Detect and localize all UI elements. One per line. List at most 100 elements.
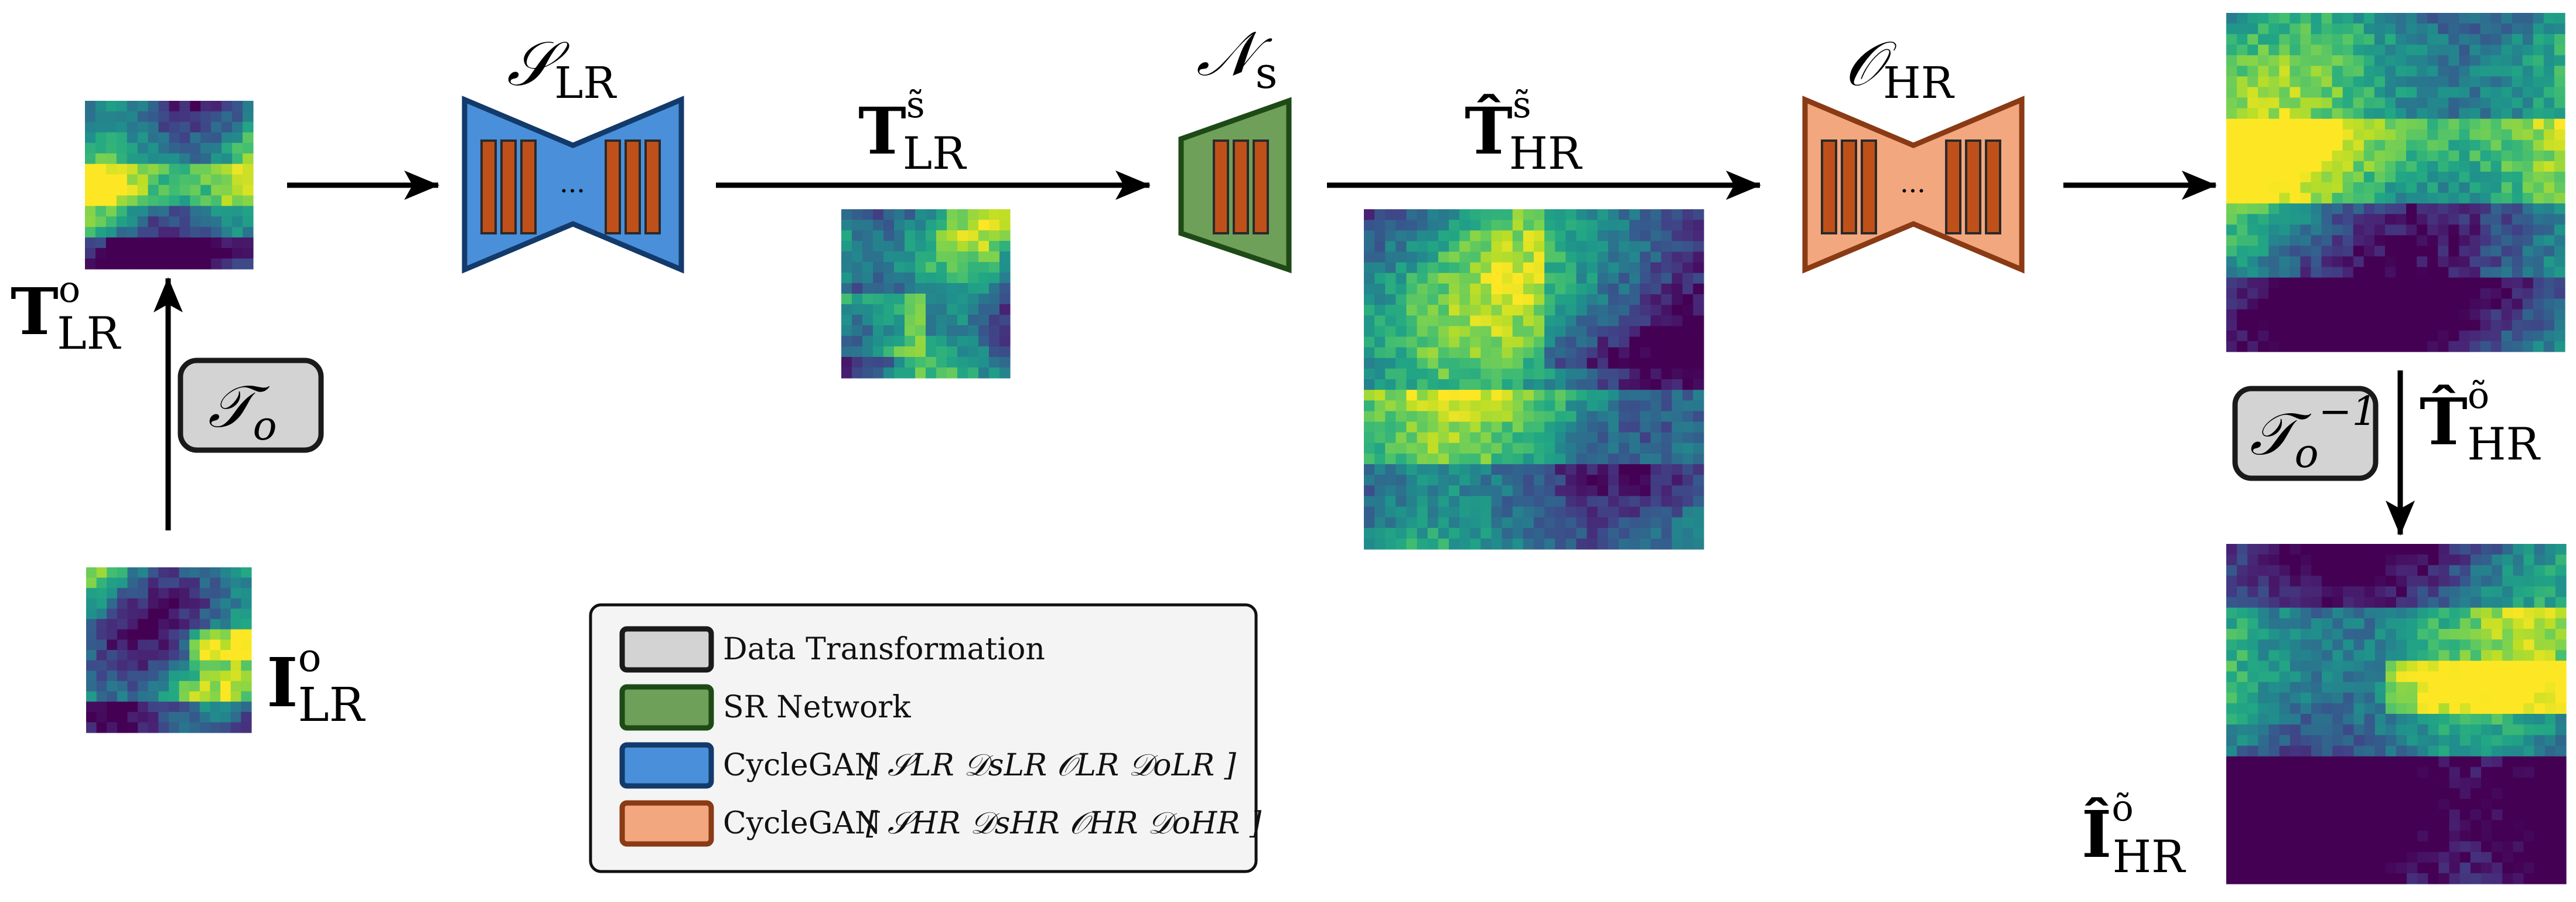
heatmap-cell xyxy=(179,619,190,630)
heatmap-cell xyxy=(189,660,200,671)
heatmap-cell xyxy=(1661,336,1673,348)
heatmap-cell xyxy=(148,680,159,692)
heatmap-cell xyxy=(947,346,958,358)
heatmap-cell xyxy=(2417,267,2428,278)
heatmap-cell xyxy=(2480,76,2492,88)
heatmap-cell xyxy=(2469,97,2481,109)
heatmap-cell xyxy=(1449,421,1460,433)
heatmap-cell xyxy=(1374,368,1386,380)
heatmap-cell xyxy=(926,262,937,273)
heatmap-cell xyxy=(1576,230,1588,241)
heatmap-cell xyxy=(2258,55,2269,66)
heatmap-cell xyxy=(199,722,211,733)
heatmap-cell xyxy=(1544,336,1555,348)
heatmap-cell xyxy=(1406,411,1418,423)
heatmap-cell xyxy=(1480,496,1492,508)
heatmap-cell xyxy=(1385,241,1396,253)
heatmap-cell xyxy=(2522,55,2534,66)
heatmap-cell xyxy=(2417,13,2428,24)
heatmap-cell xyxy=(2290,639,2301,651)
heatmap-cell xyxy=(86,629,97,640)
heatmap-cell xyxy=(1512,527,1524,539)
heatmap-cell xyxy=(1364,390,1375,401)
heatmap-cell xyxy=(1671,294,1683,305)
heatmap-cell xyxy=(999,262,1011,273)
heatmap-cell xyxy=(2501,309,2513,321)
heatmap-cell xyxy=(926,251,937,263)
heatmap-cell xyxy=(2523,682,2535,693)
heatmap-cell xyxy=(2407,544,2418,555)
heatmap-cell xyxy=(179,670,190,682)
heatmap-cell xyxy=(1502,220,1513,231)
heatmap-cell xyxy=(2353,267,2365,278)
heatmap-cell xyxy=(2279,809,2291,821)
heatmap-cell xyxy=(2544,809,2556,821)
heatmap-cell xyxy=(2268,203,2280,215)
heatmap-cell xyxy=(2321,235,2333,246)
heatmap-cell xyxy=(2226,235,2237,246)
heatmap-cell xyxy=(2300,129,2312,141)
heatmap-cell xyxy=(1565,506,1577,518)
heatmap-cell xyxy=(1480,251,1492,263)
heatmap-cell xyxy=(2279,341,2290,352)
heatmap-cell xyxy=(2385,714,2397,725)
heatmap-cell xyxy=(2300,193,2312,204)
heatmap-cell xyxy=(2417,544,2428,555)
heatmap-cell xyxy=(2438,277,2449,289)
heatmap-cell xyxy=(1491,262,1503,274)
heatmap-cell xyxy=(1449,538,1460,550)
heatmap-cell xyxy=(2321,150,2333,162)
heatmap-cell xyxy=(2290,799,2301,810)
heatmap-cell xyxy=(2469,235,2481,246)
heatmap-cell xyxy=(1385,262,1396,274)
heatmap-cell xyxy=(1682,485,1694,496)
heatmap-cell xyxy=(1491,379,1503,390)
heatmap-cell xyxy=(189,712,200,723)
heatmap-cell xyxy=(1597,390,1609,401)
heatmap-cell xyxy=(1608,347,1619,359)
heatmap-cell xyxy=(1534,506,1545,518)
heatmap-cell xyxy=(1396,496,1407,508)
heatmap-cell xyxy=(957,294,968,305)
heatmap-cell xyxy=(841,251,852,263)
heatmap-cell xyxy=(2311,544,2322,555)
heatmap-cell xyxy=(2226,852,2237,863)
heatmap-cell xyxy=(1396,273,1407,284)
heatmap-cell xyxy=(2342,108,2354,120)
heatmap-cell xyxy=(2396,66,2407,77)
heatmap-cell xyxy=(2490,203,2502,215)
heatmap-cell xyxy=(2481,682,2492,693)
heatmap-cell xyxy=(96,680,107,692)
heatmap-cell xyxy=(978,230,990,241)
heatmap-cell xyxy=(2258,735,2270,746)
heatmap-cell xyxy=(1629,485,1640,496)
heatmap-cell xyxy=(2322,735,2333,746)
image-t-lr-s xyxy=(841,209,1011,379)
heatmap-cell xyxy=(2364,841,2376,853)
heatmap-cell xyxy=(1565,432,1577,444)
heatmap-cell xyxy=(1449,336,1460,348)
heatmap-cell xyxy=(2502,565,2513,576)
heatmap-cell xyxy=(2258,671,2270,683)
heatmap-cell xyxy=(2490,288,2502,299)
heatmap-cell xyxy=(1534,358,1545,369)
heatmap-cell xyxy=(2490,214,2502,225)
heatmap-cell xyxy=(968,230,979,241)
heatmap-cell xyxy=(957,241,968,252)
heatmap-cell xyxy=(2448,108,2459,120)
heatmap-cell xyxy=(1534,496,1545,508)
heatmap-cell xyxy=(2300,735,2312,746)
heatmap-cell xyxy=(2554,277,2565,289)
heatmap-cell xyxy=(2534,682,2546,693)
heatmap-cell xyxy=(2449,586,2461,598)
heatmap-cell xyxy=(2523,724,2535,736)
heatmap-cell xyxy=(1544,379,1555,390)
heatmap-cell xyxy=(2523,586,2535,598)
heatmap-cell xyxy=(2438,319,2449,331)
heatmap-cell xyxy=(2384,129,2396,141)
heatmap-cell xyxy=(1640,475,1651,486)
heatmap-cell xyxy=(1640,358,1651,369)
heatmap-cell xyxy=(841,304,852,315)
heatmap-cell xyxy=(968,304,979,315)
heatmap-cell xyxy=(2522,319,2534,331)
